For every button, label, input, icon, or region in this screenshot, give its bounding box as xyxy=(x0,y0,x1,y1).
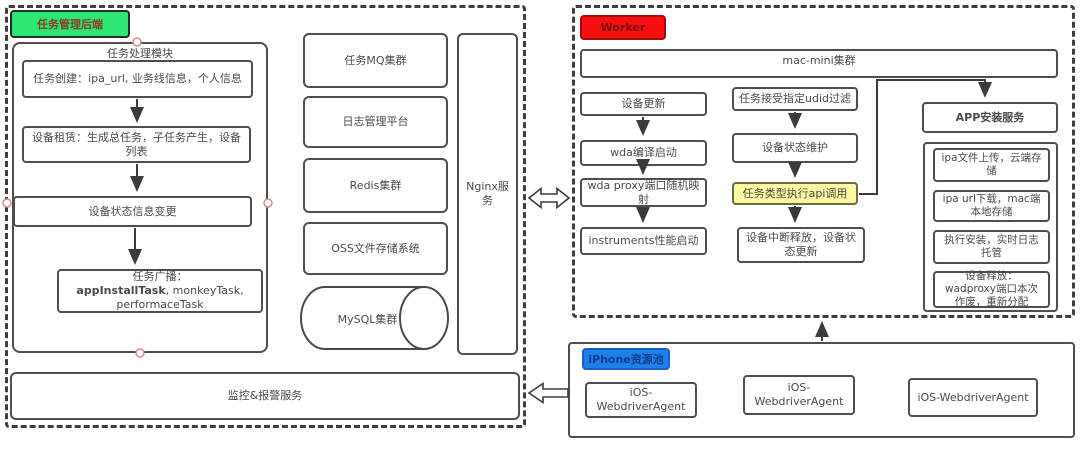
worker-label: Worker xyxy=(580,15,666,40)
task-broadcast-title: 任务广播： xyxy=(132,270,188,284)
log-platform-box: 日志管理平台 xyxy=(303,96,448,148)
nginx-box: Nginx服务 xyxy=(457,33,518,355)
task-broadcast-box: 任务广播： appInstallTask, monkeyTask, perfor… xyxy=(57,269,263,313)
oss-storage-box: OSS文件存储系统 xyxy=(303,222,448,275)
task-broadcast-rest: , monkeyTask, performaceTask xyxy=(116,284,244,311)
device-interrupt-release-box: 设备中断释放，设备状态更新 xyxy=(737,227,865,263)
pool-label: iPhone资源池 xyxy=(582,348,670,370)
udid-filter-box: 任务接受指定udid过滤 xyxy=(732,87,858,111)
install-exec-box: 执行安装，实时日志托管 xyxy=(933,230,1050,264)
api-call-box: 任务类型执行api调用 xyxy=(732,182,858,205)
mq-cluster-box: 任务MQ集群 xyxy=(303,33,448,88)
task-create-box: 任务创建：ipa_url, 业务线信息，个人信息 xyxy=(22,60,253,98)
webdriver-agent-box-3: iOS-WebdriverAgent xyxy=(908,378,1038,417)
pool-to-monitor-arrow xyxy=(527,381,569,405)
wda-proxy-box: wda proxy端口随机映射 xyxy=(580,178,707,207)
task-broadcast-bold: appInstallTask xyxy=(76,284,166,298)
task-module-title: 任务处理模块 xyxy=(107,47,173,60)
webdriver-agent-box-2: iOS-WebdriverAgent xyxy=(743,375,855,415)
macmini-cluster-box: mac-mini集群 xyxy=(580,49,1058,78)
ipa-download-box: ipa url下载，mac端本地存储 xyxy=(933,190,1050,222)
worker-container xyxy=(572,5,1075,318)
webdriver-agent-box-1: iOS-WebdriverAgent xyxy=(585,382,697,418)
instruments-box: instruments性能启动 xyxy=(580,227,707,255)
device-rent-box: 设备租赁：生成总任务，子任务产生，设备列表 xyxy=(22,126,251,163)
device-status-maintain-box: 设备状态维护 xyxy=(732,133,858,163)
device-release-box: 设备释放：wadproxy端口本次作废，重新分配 xyxy=(933,270,1050,308)
app-install-title-box: APP安装服务 xyxy=(922,102,1058,133)
ipa-upload-box: ipa文件上传，云端存储 xyxy=(933,148,1050,182)
device-update-box: 设备更新 xyxy=(580,92,707,116)
backend-worker-double-arrow xyxy=(527,186,571,210)
wda-compile-box: wda编译启动 xyxy=(580,140,707,166)
mysql-cylinder-label: MySQL集群 xyxy=(337,313,398,326)
device-status-change-box: 设备状态信息变更 xyxy=(13,196,252,227)
backend-container xyxy=(5,5,526,428)
backend-label: 任务管理后端 xyxy=(10,10,130,38)
redis-cluster-box: Redis集群 xyxy=(303,158,448,213)
monitor-alert-box: 监控&报警服务 xyxy=(10,372,520,420)
